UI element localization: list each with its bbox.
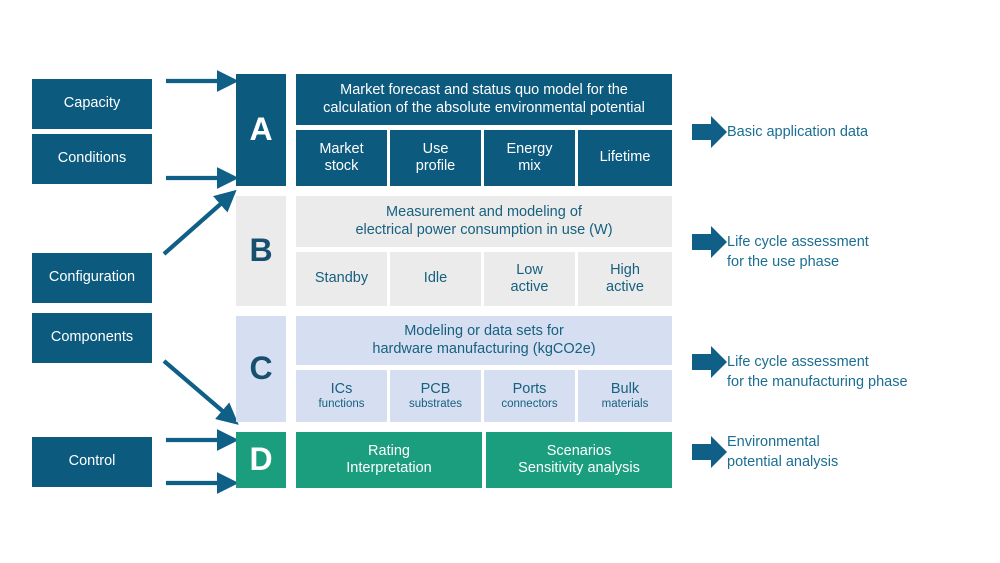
row-a-cell-lifetime[interactable]: Lifetime	[578, 130, 672, 186]
stage-letter-d[interactable]: D	[236, 432, 286, 488]
row-c-cell-pcb[interactable]: PCB substrates	[390, 370, 481, 422]
row-b-cell-idle[interactable]: Idle	[390, 252, 481, 306]
row-b-cell-high-active-title: High active	[606, 261, 644, 295]
input-box-conditions[interactable]: Conditions	[32, 134, 152, 184]
stage-letter-c-label: C	[249, 350, 273, 387]
row-a-headline-text: Market forecast and status quo model for…	[323, 82, 645, 116]
row-a-cell-lifetime-title: Lifetime	[599, 149, 651, 166]
stage-letter-b-label: B	[249, 232, 273, 269]
row-a-cell-use-profile[interactable]: Use profile	[390, 130, 481, 186]
input-box-capacity[interactable]: Capacity	[32, 79, 152, 129]
row-b-headline-text: Measurement and modeling of electrical p…	[355, 204, 613, 238]
stage-letter-c[interactable]: C	[236, 316, 286, 422]
stage-letter-b[interactable]: B	[236, 196, 286, 306]
output-label-c: Life cycle assessment for the manufactur…	[727, 354, 908, 390]
output-label-b: Life cycle assessment for the use phase	[727, 234, 869, 270]
row-c-cell-ports-sub: connectors	[501, 397, 558, 410]
output-label-d: Environmental potential analysis	[727, 434, 839, 470]
input-box-capacity-label: Capacity	[63, 95, 121, 112]
input-box-components[interactable]: Components	[32, 313, 152, 363]
row-a-cell-market-stock[interactable]: Market stock	[296, 130, 387, 186]
row-c-cell-ics-sub: functions	[318, 397, 365, 410]
output-label-a: Basic application data	[727, 124, 869, 140]
row-c-cell-pcb-sub: substrates	[408, 397, 463, 410]
output-arrow-d	[692, 436, 727, 468]
input-box-components-label: Components	[50, 329, 134, 346]
row-a-headline: Market forecast and status quo model for…	[296, 74, 672, 125]
input-box-configuration-label: Configuration	[48, 269, 136, 286]
row-c-headline-text: Modeling or data sets for hardware manuf…	[372, 323, 596, 357]
stage-letter-a-label: A	[249, 111, 273, 148]
row-c-cell-bulk[interactable]: Bulk materials	[578, 370, 672, 422]
row-a-cell-use-profile-title: Use profile	[415, 140, 456, 174]
input-box-conditions-label: Conditions	[57, 150, 127, 167]
row-c-cell-bulk-sub: materials	[601, 397, 649, 410]
row-b-cell-standby-title: Standby	[314, 270, 369, 287]
row-d-cell-scenarios[interactable]: Scenarios Sensitivity analysis	[486, 432, 672, 488]
arrow-configuration-to-b	[162, 189, 237, 256]
row-b-cell-high-active[interactable]: High active	[578, 252, 672, 306]
row-c-cell-ports[interactable]: Ports connectors	[484, 370, 575, 422]
row-d-cell-rating[interactable]: Rating Interpretation	[296, 432, 482, 488]
arrow-components-to-c	[162, 359, 239, 425]
row-c-cell-ics[interactable]: ICs functions	[296, 370, 387, 422]
row-d-cell-scenarios-title: Scenarios Sensitivity analysis	[518, 442, 640, 476]
row-a-cell-energy-mix-title: Energy mix	[506, 140, 553, 174]
stage-letter-a[interactable]: A	[236, 74, 286, 186]
row-c-cell-ics-title: ICs	[330, 380, 353, 397]
input-box-control-label: Control	[68, 453, 116, 470]
row-b-cell-standby[interactable]: Standby	[296, 252, 387, 306]
row-b-cell-idle-title: Idle	[423, 270, 448, 287]
row-b-cell-low-active-title: Low active	[510, 261, 549, 295]
output-arrow-b	[692, 226, 727, 258]
row-a-cell-energy-mix[interactable]: Energy mix	[484, 130, 575, 186]
input-box-control[interactable]: Control	[32, 437, 152, 487]
row-c-cell-ports-title: Ports	[512, 380, 547, 397]
output-arrow-a	[692, 116, 727, 148]
row-c-headline: Modeling or data sets for hardware manuf…	[296, 316, 672, 365]
input-box-configuration[interactable]: Configuration	[32, 253, 152, 303]
row-b-headline: Measurement and modeling of electrical p…	[296, 196, 672, 247]
row-d-cell-rating-title: Rating Interpretation	[346, 442, 432, 476]
row-c-cell-bulk-title: Bulk	[610, 380, 640, 397]
output-arrow-c	[692, 346, 727, 378]
row-b-cell-low-active[interactable]: Low active	[484, 252, 575, 306]
stage-letter-d-label: D	[249, 441, 273, 478]
row-c-cell-pcb-title: PCB	[420, 380, 451, 397]
row-a-cell-market-stock-title: Market stock	[319, 140, 364, 174]
